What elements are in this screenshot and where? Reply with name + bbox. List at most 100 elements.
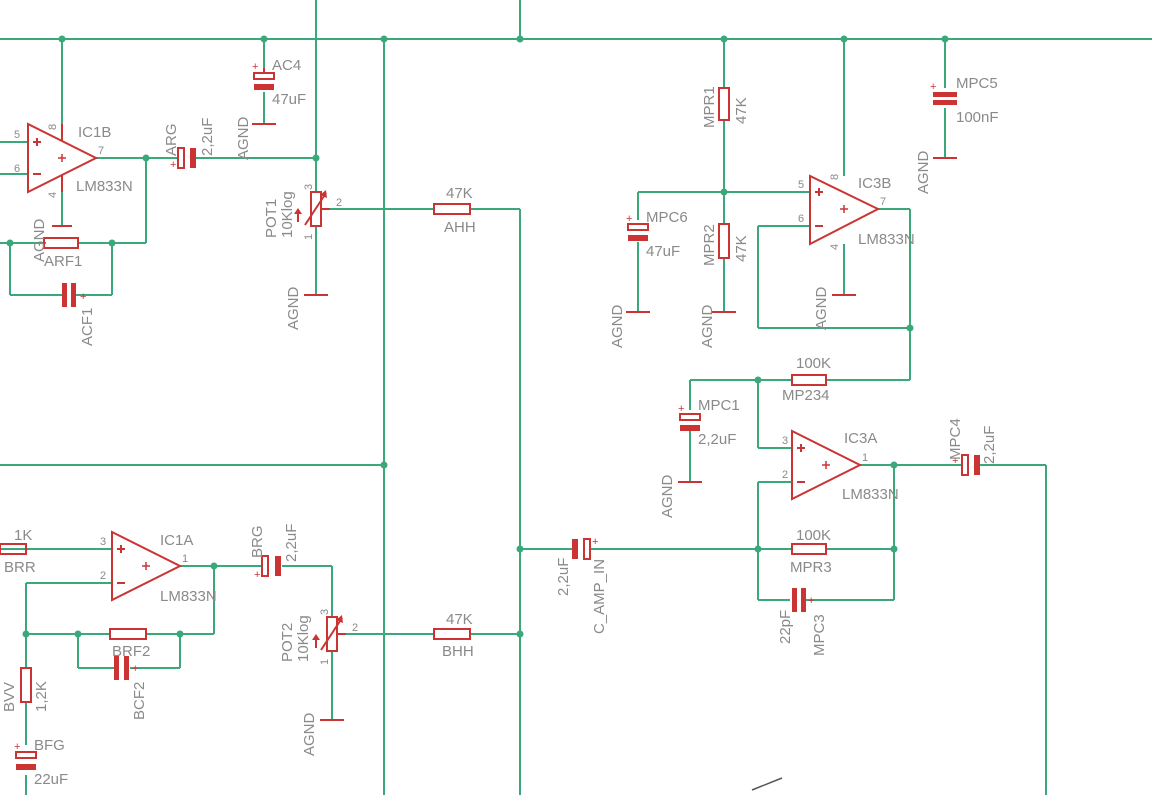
svg-text:+: + bbox=[132, 663, 138, 675]
agnd-pot1: AGND bbox=[285, 286, 302, 330]
bvv-value: 1,2K bbox=[33, 681, 50, 712]
arg-name: ARG bbox=[163, 123, 180, 156]
svg-text:+: + bbox=[678, 403, 684, 415]
arf1-name: ARF1 bbox=[44, 253, 82, 270]
ic1b-pin7: 7 bbox=[98, 145, 104, 157]
pot2-pin2: 2 bbox=[352, 622, 358, 634]
pot1-pin2: 2 bbox=[336, 197, 342, 209]
opamp-ic1b bbox=[27, 122, 99, 194]
ic1b-name: IC1B bbox=[78, 124, 111, 141]
pot2-pin3: 3 bbox=[319, 609, 331, 615]
bcf2-name: BCF2 bbox=[131, 682, 148, 720]
ac4-value: 47uF bbox=[272, 91, 306, 108]
ic1a-value: LM833N bbox=[160, 588, 217, 605]
svg-text:+: + bbox=[254, 569, 260, 581]
svg-text:+: + bbox=[952, 455, 958, 467]
c-amp-in-name: C_AMP_IN bbox=[591, 559, 608, 634]
bfg-value: 22uF bbox=[34, 771, 68, 788]
mpc6-value: 47uF bbox=[646, 243, 680, 260]
mpc6-name: MPC6 bbox=[646, 209, 688, 226]
mpc3-value: 22pF bbox=[777, 610, 794, 644]
pot2-pin1: 1 bbox=[319, 659, 331, 665]
pot1-pin3: 3 bbox=[303, 184, 315, 190]
opamp-ic1a bbox=[111, 530, 183, 602]
pot2-value: 10Klog bbox=[295, 615, 312, 662]
mpc5-name: MPC5 bbox=[956, 75, 998, 92]
mpc1-name: MPC1 bbox=[698, 397, 740, 414]
mpr3-value: 100K bbox=[796, 527, 831, 544]
brf2-name: BRF2 bbox=[112, 643, 150, 660]
mpr3-name: MPR3 bbox=[790, 559, 832, 576]
ic3a-name: IC3A bbox=[844, 430, 877, 447]
junctions bbox=[6, 35, 949, 638]
agnd-mpr2: AGND bbox=[699, 304, 716, 348]
ic3b-pin6: 6 bbox=[798, 213, 804, 225]
opamp-ic3b bbox=[809, 174, 881, 246]
ic3a-pin3: 3 bbox=[782, 435, 788, 447]
bhh-name: BHH bbox=[442, 643, 474, 660]
agnd-mpc5: AGND bbox=[915, 150, 932, 194]
svg-text:+: + bbox=[808, 595, 814, 607]
ic1b-pin5: 5 bbox=[14, 129, 20, 141]
brg-name: BRG bbox=[249, 525, 266, 558]
brr-value: 1K bbox=[14, 527, 32, 544]
ic1b-pin6: 6 bbox=[14, 163, 20, 175]
ic3a-pin2: 2 bbox=[782, 469, 788, 481]
ic1b-value: LM833N bbox=[76, 178, 133, 195]
ic1a-pin1: 1 bbox=[182, 553, 188, 565]
mpc4-value: 2,2uF bbox=[981, 426, 998, 464]
mpr2-name: MPR2 bbox=[701, 224, 718, 266]
acf1-name: ACF1 bbox=[79, 308, 96, 346]
ic3b-value: LM833N bbox=[858, 231, 915, 248]
ic3b-pin7: 7 bbox=[880, 196, 886, 208]
ic3b-name: IC3B bbox=[858, 175, 891, 192]
brg-value: 2,2uF bbox=[283, 524, 300, 562]
ic1b-pin8: 8 bbox=[47, 124, 59, 130]
ic3a-value: LM833N bbox=[842, 486, 899, 503]
c-amp-in-value: 2,2uF bbox=[555, 558, 572, 596]
pot1-name: POT1 bbox=[263, 199, 280, 238]
mpr1-value: 47K bbox=[733, 97, 750, 124]
pot2-name: POT2 bbox=[279, 623, 296, 662]
brr-name: BRR bbox=[4, 559, 36, 576]
svg-text:+: + bbox=[14, 741, 20, 753]
mp234-value: 100K bbox=[796, 355, 831, 372]
ac4-name: AC4 bbox=[272, 57, 301, 74]
ahh-value: 47K bbox=[446, 185, 473, 202]
svg-text:+: + bbox=[80, 291, 86, 303]
pot1-value: 10Klog bbox=[279, 191, 296, 238]
stray-line bbox=[751, 777, 783, 791]
ic3b-pin5: 5 bbox=[798, 179, 804, 191]
agnd-ic3b: AGND bbox=[813, 286, 830, 330]
bfg-name: BFG bbox=[34, 737, 65, 754]
svg-text:+: + bbox=[626, 213, 632, 225]
ic1a-name: IC1A bbox=[160, 532, 193, 549]
ic3a-pin1: 1 bbox=[862, 452, 868, 464]
mpc1-value: 2,2uF bbox=[698, 431, 736, 448]
agnd-ic1b: AGND bbox=[31, 218, 48, 262]
ic1a-pin3: 3 bbox=[100, 536, 106, 548]
svg-text:+: + bbox=[170, 159, 176, 171]
mpr2-value: 47K bbox=[733, 235, 750, 262]
opamp-ic3a bbox=[791, 429, 863, 501]
mpr1-name: MPR1 bbox=[701, 86, 718, 128]
svg-text:+: + bbox=[930, 81, 936, 93]
capacitors bbox=[15, 68, 980, 770]
agnd-mpc1: AGND bbox=[659, 474, 676, 518]
arg-value: 2,2uF bbox=[199, 118, 216, 156]
bhh-value: 47K bbox=[446, 611, 473, 628]
pot1-symbol bbox=[294, 190, 330, 227]
svg-text:+: + bbox=[592, 536, 598, 548]
bvv-name: BVV bbox=[1, 682, 18, 712]
ahh-name: AHH bbox=[444, 219, 476, 236]
mp234-name: MP234 bbox=[782, 387, 830, 404]
ic3b-pin4: 4 bbox=[829, 244, 841, 250]
pot2-symbol bbox=[312, 615, 346, 652]
mpc3-name: MPC3 bbox=[811, 614, 828, 656]
ic1b-pin4: 4 bbox=[47, 192, 59, 198]
mpc5-value: 100nF bbox=[956, 109, 999, 126]
polarity-marks: + + + + + + + + + + + + bbox=[14, 61, 958, 753]
ic1a-pin2: 2 bbox=[100, 570, 106, 582]
